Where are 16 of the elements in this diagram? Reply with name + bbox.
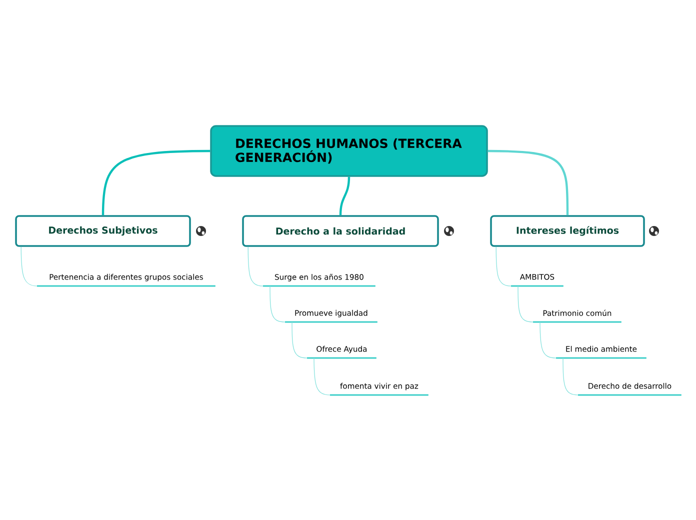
connector [562, 358, 578, 396]
connector [270, 286, 286, 322]
connector [20, 246, 38, 286]
topic-box: Derechos Subjetivos [15, 215, 191, 247]
title-box: DERECHOS HUMANOS (TERCERA GENERACIÓN) [210, 125, 488, 177]
connector [496, 246, 512, 286]
connector [102, 150, 210, 216]
connector [540, 322, 556, 358]
connector [314, 358, 330, 396]
topic-box: Intereses legítimos [490, 215, 645, 247]
connector [292, 322, 308, 358]
connector [518, 286, 534, 322]
connector [488, 150, 569, 216]
topic-box: Derecho a la solidaridad [242, 215, 439, 247]
connector [339, 176, 350, 216]
connector [248, 246, 264, 286]
